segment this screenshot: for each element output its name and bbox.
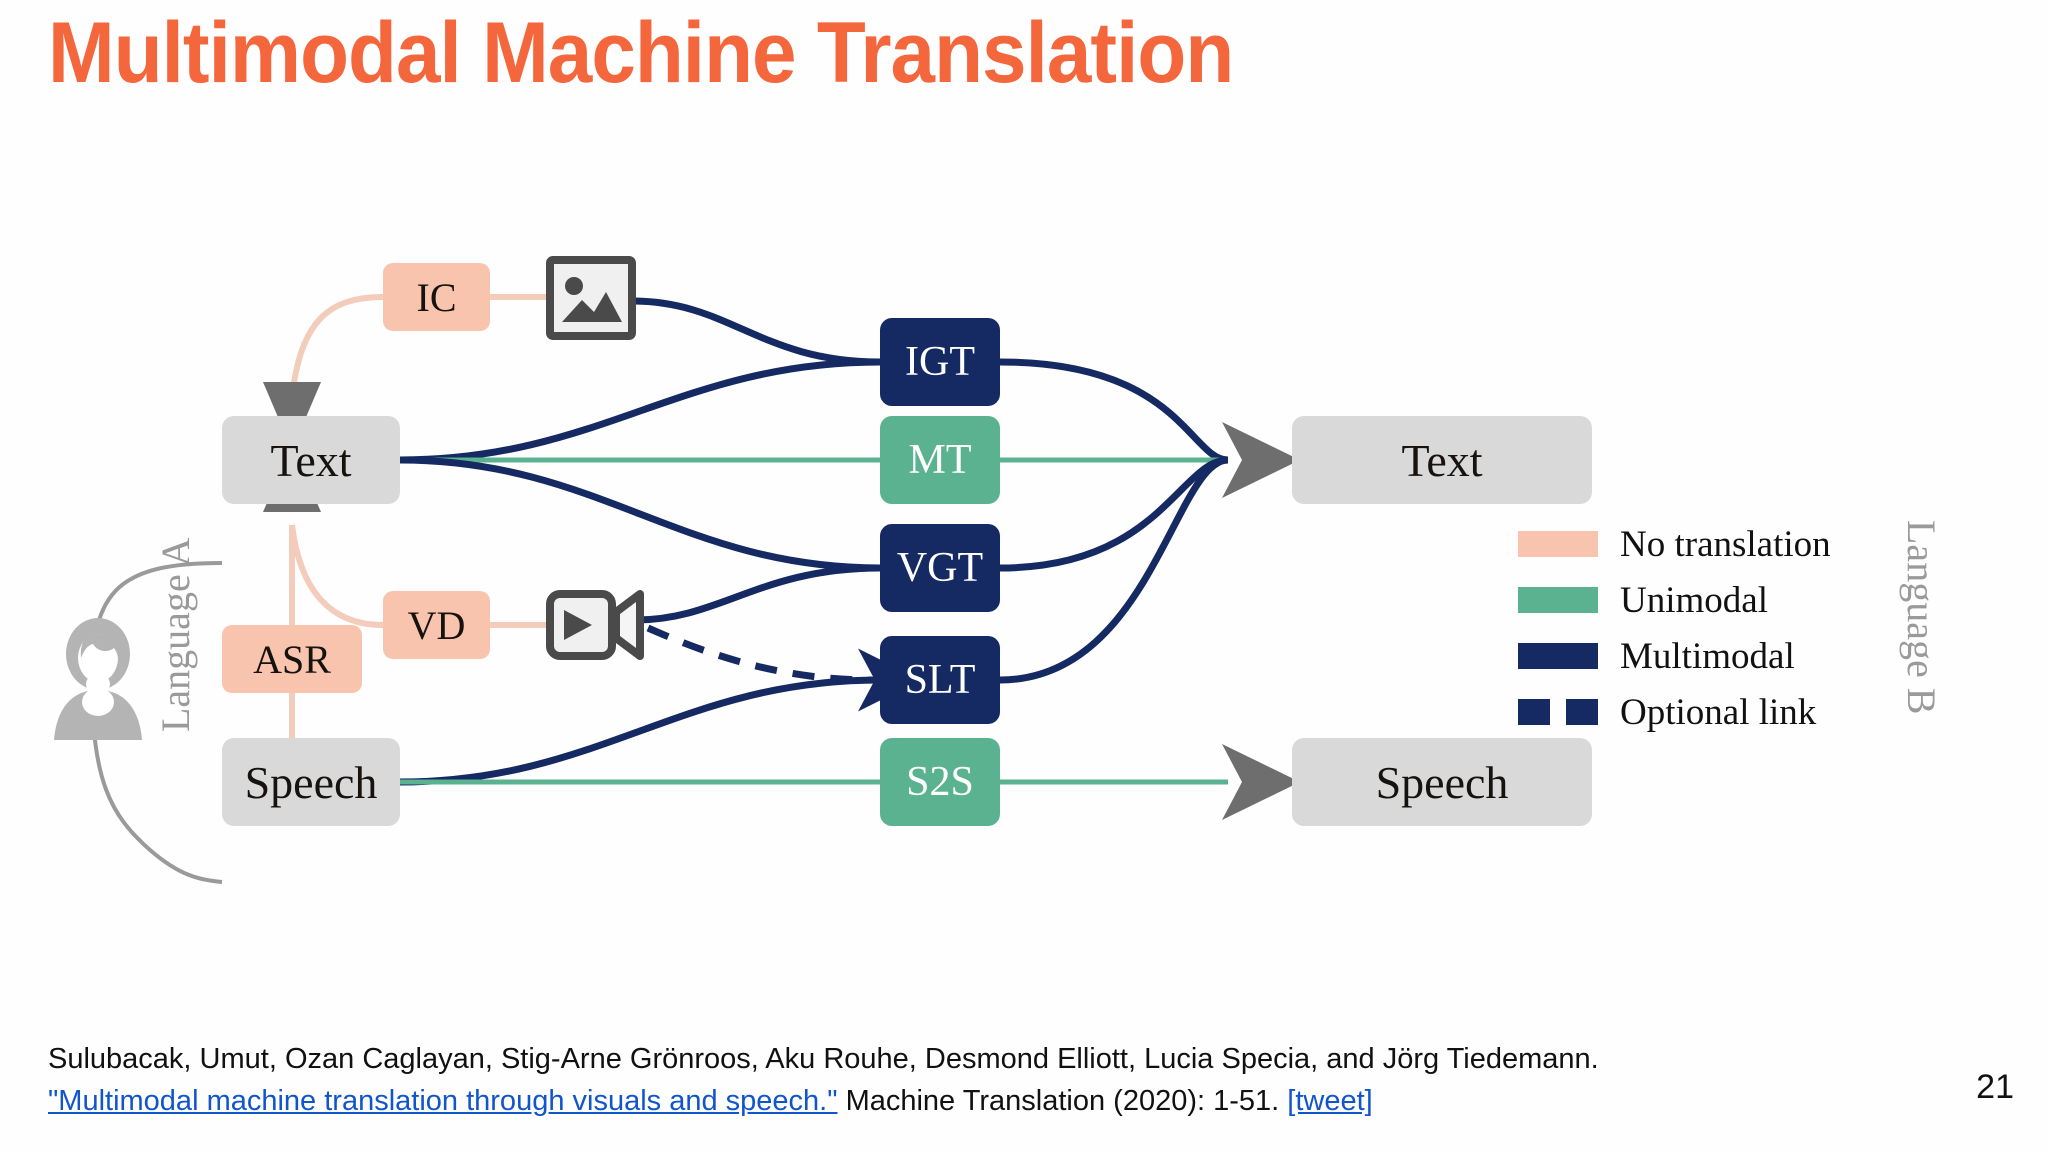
edge-image-to-igt: [631, 297, 881, 366]
node-vgt[interactable]: VGT: [880, 524, 1000, 612]
edge-video-to-vgt: [635, 564, 881, 624]
node-target-text[interactable]: Text: [1292, 416, 1592, 504]
edge-video-to-slt-optional: [646, 624, 921, 712]
legend-swatch-no-translation: [1518, 531, 1598, 557]
image-icon[interactable]: [546, 256, 636, 340]
edge-person-loop: [89, 561, 223, 884]
citation-authors: Sulubacak, Umut, Ozan Caglayan, Stig-Arn…: [48, 1043, 1599, 1075]
node-ic[interactable]: IC: [383, 263, 490, 331]
node-asr[interactable]: ASR: [222, 625, 362, 693]
citation-title-link[interactable]: "Multimodal machine translation through …: [48, 1085, 838, 1118]
mmt-taxonomy-diagram: Language A Language B Text Speech IC VD …: [0, 120, 2048, 1020]
legend-dash-1: [1518, 699, 1550, 725]
citation-journal: Machine Translation (2020): 1-51.: [837, 1085, 1288, 1118]
node-slt[interactable]: SLT: [880, 636, 1000, 724]
edge-speech-to-slt: [399, 676, 881, 786]
node-target-speech[interactable]: Speech: [1292, 738, 1592, 826]
person-avatar-icon: [54, 618, 142, 740]
citation-line2: "Multimodal machine translation through …: [48, 1082, 1918, 1120]
edge-vgt-to-textb: [999, 456, 1229, 572]
edge-vd-to-text: [289, 524, 384, 628]
arrowhead-into-textb: [1222, 422, 1300, 498]
edge-slt-to-textb: [999, 456, 1229, 684]
legend-swatch-unimodal: [1518, 587, 1598, 613]
legend-swatch-optional-link: [1518, 699, 1598, 725]
legend-swatch-multimodal: [1518, 643, 1598, 669]
node-vd[interactable]: VD: [383, 591, 490, 659]
edge-text-to-vgt: [399, 456, 881, 572]
edge-igt-to-textb: [999, 358, 1229, 464]
citation: Sulubacak, Umut, Ozan Caglayan, Stig-Arn…: [48, 1040, 1918, 1121]
legend-item-unimodal: Unimodal: [1518, 576, 1831, 624]
legend: No translation Unimodal Multimodal Optio…: [1518, 520, 1831, 744]
node-igt[interactable]: IGT: [880, 318, 1000, 406]
arrowhead-into-speechb: [1222, 744, 1300, 820]
tweet-link[interactable]: [tweet]: [1287, 1085, 1373, 1118]
edge-ic-to-text: [289, 294, 384, 399]
legend-item-optional-link: Optional link: [1518, 688, 1831, 736]
node-s2s[interactable]: S2S: [880, 738, 1000, 826]
legend-dash-2: [1566, 699, 1598, 725]
language-b-label: Language B: [1899, 520, 1944, 715]
page-number: 21: [1976, 1068, 2014, 1106]
node-mt[interactable]: MT: [880, 416, 1000, 504]
video-camera-icon[interactable]: [546, 582, 646, 668]
legend-item-no-translation: No translation: [1518, 520, 1831, 568]
legend-item-multimodal: Multimodal: [1518, 632, 1831, 680]
edge-text-to-igt: [399, 358, 881, 464]
node-source-speech[interactable]: Speech: [222, 738, 400, 826]
page-title: Multimodal Machine Translation: [48, 5, 1234, 101]
language-a-label: Language A: [153, 537, 198, 732]
node-source-text[interactable]: Text: [222, 416, 400, 504]
